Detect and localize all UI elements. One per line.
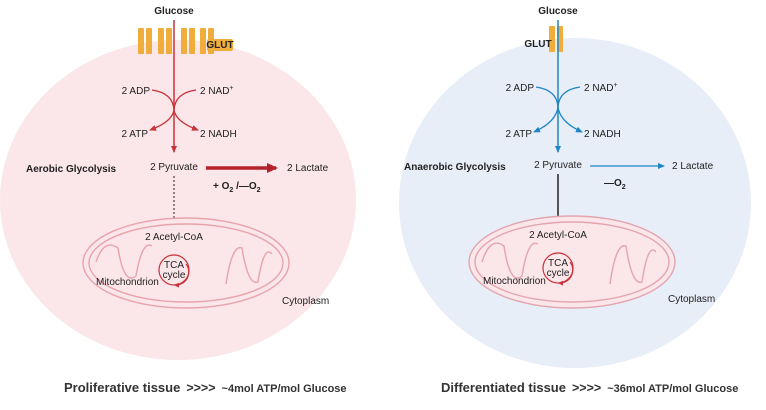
right-process-label: Anaerobic Glycolysis [404,162,506,173]
left-nad-superscript: + [229,85,233,92]
right-tca-cycle [542,252,574,286]
right-cytoplasm-label: Cytoplasm [668,294,715,305]
left-process-label: Aerobic Glycolysis [26,164,116,175]
right-nad-nadh-arrow [557,86,583,133]
right-tca-label-1: TCA [548,258,568,269]
right-yield-label: ~36mol ATP/mol Glucose [607,383,739,395]
left-glut-badge [207,39,233,51]
left-pyruvate-label: 2 Pyruvate [150,162,198,173]
left-lactate-label: 2 Lactate [287,163,329,174]
left-tissue-label: Proliferative tissue [64,380,181,395]
right-nad-superscript: + [613,82,617,89]
right-nad-label: 2 NAD+ [584,82,618,94]
left-tca-label-1: TCA [164,260,184,271]
left-nadh-label: 2 NADH [200,129,237,140]
right-glut-label: GLUT [524,39,551,50]
left-footer: Proliferative tissue >>>> ~4mol ATP/mol Gl… [64,380,347,395]
left-acetyl-label: 2 Acetyl-CoA [145,232,203,243]
right-pyruvate-label: 2 Pyruvate [534,160,582,171]
right-oxygen-label: —O2 [604,178,626,191]
left-panel: GLUT Glucose 2 ADP 2 NAD+ 2 ATP 2 NADH A… [0,6,356,360]
left-yield-label: ~4mol ATP/mol Glucose [221,383,347,395]
right-panel: GLUT Glucose 2 ADP 2 NAD+ 2 ATP 2 NADH A… [399,6,751,368]
left-nad-label: 2 NAD+ [200,85,234,97]
left-tca-cycle [158,254,190,288]
left-glut-label: GLUT [206,40,233,51]
left-cytoplasm-label: Cytoplasm [282,296,329,307]
right-footer-arrows: >>>> [571,381,602,395]
left-atp-label: 2 ATP [122,129,149,140]
left-nad-nadh-arrow [173,89,199,131]
right-tissue-label: Differentiated tissue [441,380,566,395]
left-glucose-label: Glucose [154,6,194,17]
right-footer: Differentiated tissue >>>> ~36mol ATP/mol … [441,380,738,395]
left-tca-label-2: cycle [163,270,186,281]
left-mito-label: Mitochondrion [96,277,159,288]
right-nadh-label: 2 NADH [584,129,621,140]
left-mitochondrion [82,217,290,309]
left-adp-label: 2 ADP [122,86,151,97]
right-lactate-label: 2 Lactate [672,161,714,172]
left-footer-arrows: >>>> [186,381,216,395]
right-adp-label: 2 ADP [506,83,535,94]
right-acetyl-label: 2 Acetyl-CoA [529,230,587,241]
left-oxygen-label: + O2 /—O2 [213,181,261,194]
right-tca-label-2: cycle [547,268,570,279]
left-cell [0,40,356,360]
right-mito-label: Mitochondrion [483,276,546,287]
right-atp-label: 2 ATP [506,129,533,140]
right-glucose-label: Glucose [538,6,578,17]
